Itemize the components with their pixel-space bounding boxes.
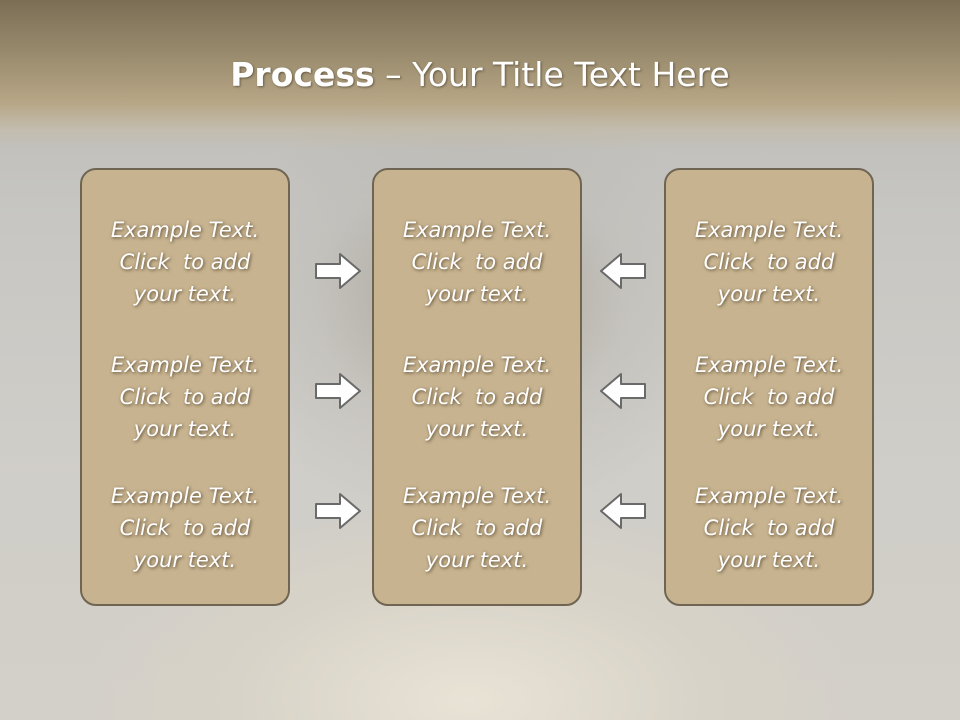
arrow-right-icon <box>314 251 364 291</box>
text-line: your text. <box>425 417 529 441</box>
text-placeholder[interactable]: Example Text. Click to add your text. <box>374 480 580 576</box>
arrow-left-icon <box>597 251 647 291</box>
text-line: Click to add <box>119 385 251 409</box>
text-placeholder[interactable]: Example Text. Click to add your text. <box>666 349 872 445</box>
text-line: your text. <box>717 417 821 441</box>
text-placeholder[interactable]: Example Text. Click to add your text. <box>82 480 288 576</box>
slide-title[interactable]: Process – Your Title Text Here <box>0 52 960 98</box>
text-line: Example Text. <box>110 353 260 377</box>
text-line: your text. <box>717 282 821 306</box>
title-bold: Process <box>230 55 375 94</box>
text-line: Click to add <box>703 385 835 409</box>
text-line: Example Text. <box>402 484 552 508</box>
title-rest: – Your Title Text Here <box>374 55 730 94</box>
text-line: Click to add <box>703 516 835 540</box>
text-placeholder[interactable]: Example Text. Click to add your text. <box>666 480 872 576</box>
text-line: Example Text. <box>694 218 844 242</box>
text-line: your text. <box>133 417 237 441</box>
text-line: Click to add <box>411 250 543 274</box>
text-line: Click to add <box>411 385 543 409</box>
process-box-center[interactable]: Example Text. Click to add your text. Ex… <box>372 168 582 606</box>
text-line: your text. <box>425 548 529 572</box>
process-box-right[interactable]: Example Text. Click to add your text. Ex… <box>664 168 874 606</box>
text-line: Example Text. <box>402 218 552 242</box>
text-placeholder[interactable]: Example Text. Click to add your text. <box>374 214 580 310</box>
text-placeholder[interactable]: Example Text. Click to add your text. <box>374 349 580 445</box>
text-line: your text. <box>425 282 529 306</box>
text-line: Example Text. <box>402 353 552 377</box>
text-placeholder[interactable]: Example Text. Click to add your text. <box>82 349 288 445</box>
text-line: Click to add <box>703 250 835 274</box>
process-box-left[interactable]: Example Text. Click to add your text. Ex… <box>80 168 290 606</box>
arrow-right-icon <box>314 491 364 531</box>
text-line: your text. <box>133 282 237 306</box>
text-line: Example Text. <box>694 484 844 508</box>
text-line: Example Text. <box>110 218 260 242</box>
arrow-left-icon <box>597 491 647 531</box>
text-line: your text. <box>133 548 237 572</box>
text-line: Example Text. <box>110 484 260 508</box>
arrow-right-icon <box>314 371 364 411</box>
text-line: Example Text. <box>694 353 844 377</box>
text-placeholder[interactable]: Example Text. Click to add your text. <box>82 214 288 310</box>
title-band <box>0 0 960 150</box>
text-line: Click to add <box>119 516 251 540</box>
text-placeholder[interactable]: Example Text. Click to add your text. <box>666 214 872 310</box>
arrow-left-icon <box>597 371 647 411</box>
text-line: your text. <box>717 548 821 572</box>
text-line: Click to add <box>411 516 543 540</box>
text-line: Click to add <box>119 250 251 274</box>
